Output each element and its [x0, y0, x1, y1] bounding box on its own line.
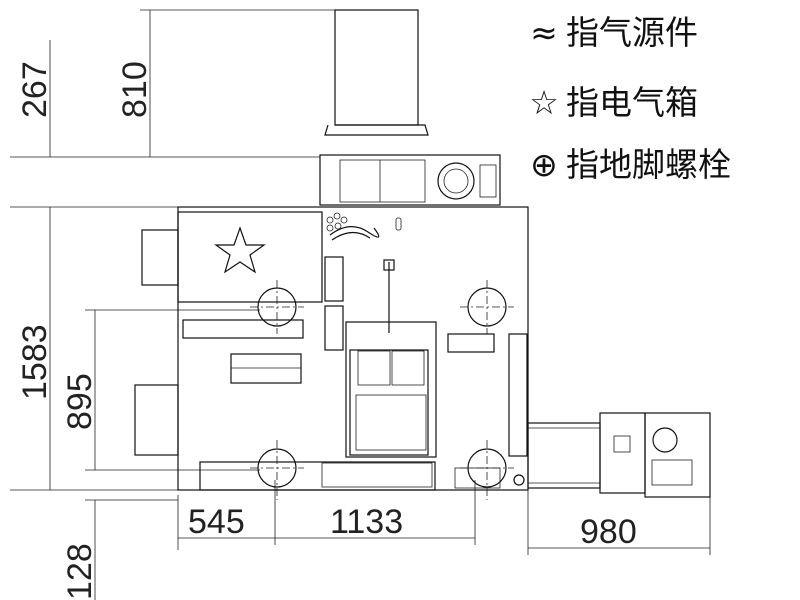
dim-267: 267	[16, 61, 54, 118]
air-source-icon	[326, 212, 402, 241]
exhaust-chimney	[319, 9, 501, 206]
legend-item-air-source: ≈指气源件	[522, 6, 698, 54]
legend-label: 指电气箱	[566, 83, 698, 122]
foundation-bolts	[250, 280, 514, 500]
legend-label: 指地脚螺栓	[566, 145, 731, 184]
dim-980: 980	[580, 513, 637, 551]
electrical-box-star-icon	[214, 226, 266, 274]
dimension-lines	[10, 9, 711, 600]
legend-item-electrical-box: ☆指电气箱	[522, 76, 698, 124]
approx-icon: ≈	[530, 13, 558, 52]
discharge-conveyor	[527, 412, 711, 498]
dim-545: 545	[188, 503, 245, 541]
dim-810: 810	[116, 61, 154, 118]
legend-label: 指气源件	[566, 13, 698, 52]
legend-item-foundation-bolt: ⊕指地脚螺栓	[522, 138, 731, 186]
dim-1133: 1133	[330, 503, 403, 541]
circled-plus-icon: ⊕	[530, 145, 558, 184]
machine-body	[134, 206, 529, 491]
dim-1583: 1583	[16, 324, 54, 400]
star-icon: ☆	[529, 83, 559, 122]
dim-895: 895	[61, 373, 99, 430]
dim-128: 128	[61, 543, 99, 600]
